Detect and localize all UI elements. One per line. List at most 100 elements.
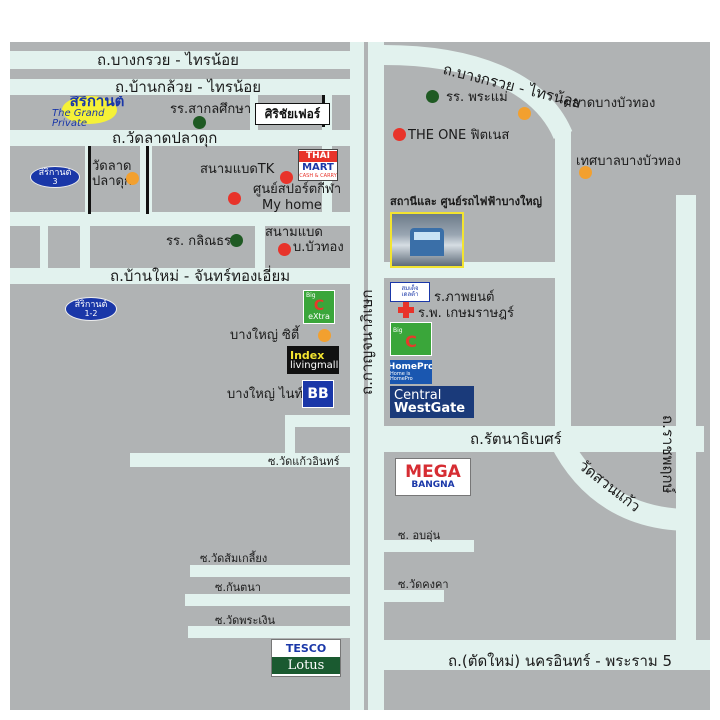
soi-label-wat-phra-ngoen: ซ.วัดพระเงิน <box>215 614 276 627</box>
temple-dot-wat-lat-pladuk <box>126 172 139 185</box>
mega-bangna-logo: MEGA BANGNA <box>395 458 471 496</box>
tesco-lotus-logo: TESCO Lotus <box>271 639 341 677</box>
place-kasemrad: ร.พ. เกษมราษฎร์ <box>418 306 514 321</box>
index-text: Index <box>290 348 325 362</box>
train-window <box>414 232 440 240</box>
bigc-extra-extra: eXtra <box>308 312 330 321</box>
bb-logo: BB <box>302 380 334 408</box>
place-my-home: My home <box>262 198 322 213</box>
place-klinthon-school: รร. กลิณธร <box>166 234 232 249</box>
place-sport-center: ศูนย์สปอร์ตกีฬา <box>253 182 342 197</box>
road-label-bankluai: ถ.บ้านกล้วย - ไทรน้อย <box>115 78 262 96</box>
place-wat-lat-pladuk-text: วัดลาด ปลาดุก <box>92 159 132 189</box>
red-dot-badminton-tk <box>228 192 241 205</box>
index-livingmall-logo: Index livingmall <box>287 346 339 374</box>
livingmall-text: livingmall <box>290 359 339 371</box>
road-wat-suan-kaeo-curve <box>550 434 691 531</box>
road-ban-mai <box>10 268 350 284</box>
road-bangkruai-top <box>10 51 350 69</box>
soi-label-kanthana: ซ.กันตนา <box>215 581 261 594</box>
thai-mart-logo: THAI MART CASH & CARRY <box>298 149 338 181</box>
place-badminton-b: สนามแบด <box>265 225 323 240</box>
lane-v5 <box>255 226 265 270</box>
express-line1: สมเด็จ <box>401 285 419 292</box>
soi-label-wat-som-kliang: ซ.วัดส้มเกลี้ยง <box>200 552 268 565</box>
road-rattanathibet <box>384 426 704 452</box>
soi-kanthana-road <box>185 594 352 606</box>
road-bankluai <box>10 79 350 95</box>
red-dot-the-one <box>393 128 406 141</box>
hospital-cross-icon <box>398 302 414 318</box>
sirichai-fair-logo: ศิริชัยเฟอร์ <box>255 103 330 125</box>
soi-label-op-un: ซ. อบอุ่น <box>398 529 441 542</box>
express-logo: สมเด็จ เดลต้า <box>390 282 430 302</box>
sirikarn-12-text: สิริกานต์ <box>74 299 108 310</box>
road-nakhon-in <box>384 640 710 670</box>
bb-text: BB <box>307 386 329 402</box>
sirikarn-3-text: สิริกานต์ <box>38 167 72 178</box>
soi-label-wat-kaeo-in: ซ.วัดแก้วอินทร์ <box>268 455 340 468</box>
school-dot-sakon-suksa <box>193 116 206 129</box>
place-phayon: ร.ภาพยนต์ <box>434 290 495 305</box>
place-bangyai-city: บางใหญ่ ซิตี้ <box>230 328 300 343</box>
sirikarn-grand-logo: สิริกานต์ The Grand Private <box>52 96 142 126</box>
bigc-c: C <box>405 332 417 351</box>
road-label-wat-lat-pladuk: ถ.วัดลาดปลาดุก <box>112 129 218 147</box>
lane-v1 <box>40 212 48 272</box>
sirikarn-grand-en: The Grand Private <box>52 107 105 126</box>
soi-wat-phra-ngoen-road <box>188 626 352 638</box>
place-station-label: สถานีและ ศูนย์รถไฟฟ้าบางใหญ่ <box>390 195 542 208</box>
school-dot-phra-mae <box>426 90 439 103</box>
sirikarn-grand-th: สิริกานต์ <box>69 96 125 110</box>
road-kanchanaphisek-divider <box>364 42 368 710</box>
place-badminton-tk: สนามแบดTK <box>200 162 275 177</box>
place-bangyai-night: บางใหญ่ ไนท์ <box>227 387 304 402</box>
bigc-extra-logo: Big C eXtra <box>303 290 335 324</box>
road-label-kanchanaphisek: ถ.กาญจนาภิเษก <box>358 289 376 395</box>
sirikarn-12-num: 1-2 <box>84 308 98 318</box>
central-text: Central <box>394 388 442 403</box>
lane-v4 <box>80 226 90 270</box>
soi-wat-khong-kha-road <box>384 590 444 602</box>
thai-mart-line1: THAI <box>299 150 337 162</box>
soi-wat-kaeo-in-road <box>130 453 352 467</box>
thai-mart-line2: MART <box>302 161 334 173</box>
orange-dot-bangyai-city <box>318 329 331 342</box>
lotus-text: Lotus <box>272 656 340 674</box>
lane-v7 <box>250 95 258 130</box>
soi-left-h <box>285 415 352 427</box>
homepro-logo: HomePro Home is HomePro <box>390 360 432 384</box>
place-wat-lat-pladuk: วัดลาด ปลาดุก <box>92 159 132 190</box>
orange-dot-market <box>518 107 531 120</box>
place-municipality: เทศบาลบางบัวทอง <box>576 154 681 169</box>
westgate-text: WestGate <box>394 401 466 416</box>
sirikarn-3-logo: สิริกานต์ 3 <box>30 166 80 188</box>
sirichai-fair-text: ศิริชัยเฟอร์ <box>264 106 321 121</box>
homepro-tagline: Home is HomePro <box>390 370 413 382</box>
road-label-nakhon-in: ถ.(ตัดใหม่) นครอินทร์ - พระราม 5 <box>448 652 673 670</box>
road-label-ban-mai: ถ.บ้านใหม่ - จันทร์ทองเอี่ยม <box>110 267 291 285</box>
red-dot-sport-center <box>280 171 293 184</box>
place-phra-mae-school: รร. พระแม่ <box>446 90 508 105</box>
bigc-logo: Big C <box>390 322 432 356</box>
bigc-extra-c: C <box>313 298 325 314</box>
soi-op-un-road <box>384 540 474 552</box>
sirikarn-12-logo: สิริกานต์ 1-2 <box>65 297 117 321</box>
school-dot-klinthon <box>230 234 243 247</box>
sirikarn-grand-highlight <box>62 96 117 124</box>
road-small-1 <box>10 212 350 226</box>
soi-label-wat-khong-kha: ซ.วัดคงคา <box>398 578 449 591</box>
divider-black-1 <box>88 146 91 214</box>
central-westgate-logo: Central WestGate <box>390 386 474 418</box>
road-label-ratchaphruek: ถ.ราชพฤกษ์ <box>659 415 677 494</box>
red-dot-bua-thong <box>278 243 291 256</box>
divider-black-2 <box>146 146 149 214</box>
bangna-text: BANGNA <box>411 480 455 490</box>
soi-left-v <box>285 415 295 460</box>
bigc-big: Big <box>393 327 403 334</box>
place-bang-bua-thong-market: ตลาดบางบัวทอง <box>563 96 656 111</box>
tesco-text: TESCO <box>285 641 327 655</box>
place-sakon-suksa: รร.สากลศึกษา <box>170 102 252 117</box>
